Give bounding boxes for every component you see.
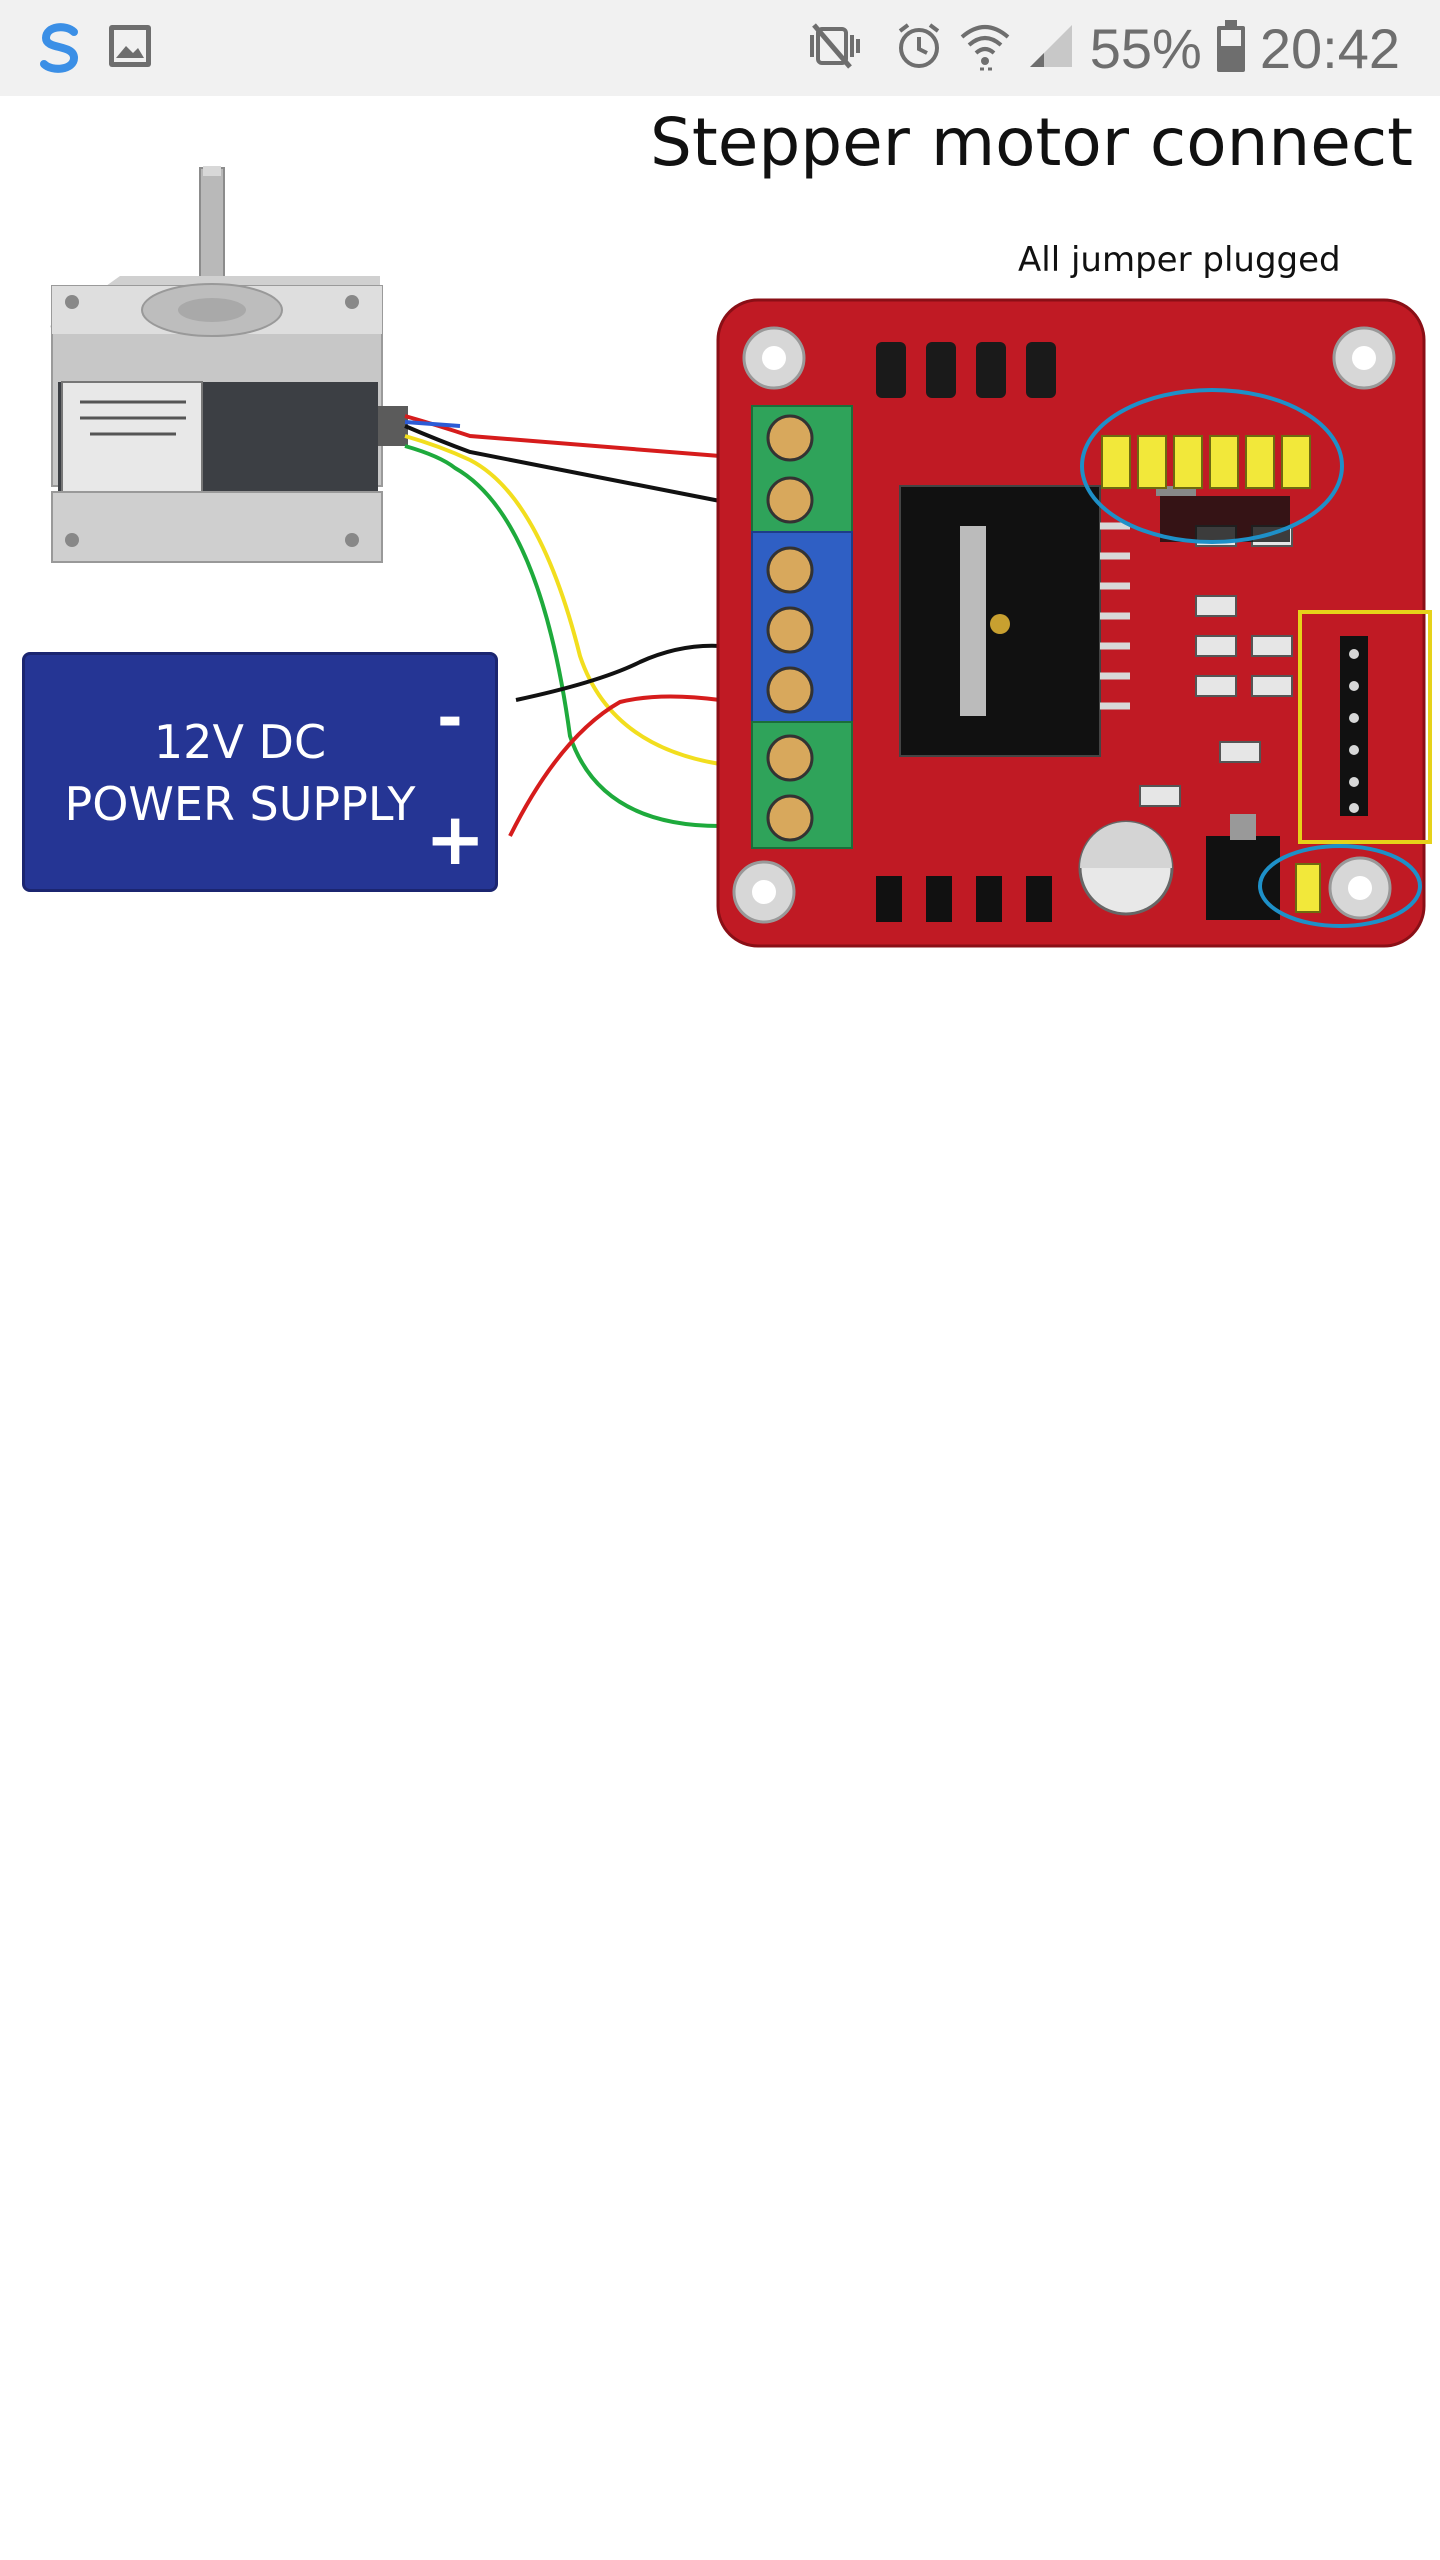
psu-plus-sign: +	[425, 797, 486, 881]
stepper-motor	[50, 166, 408, 563]
l298n-board	[716, 298, 1426, 948]
battery-percent: 55%	[1089, 16, 1202, 80]
clock: 20:42	[1259, 16, 1400, 80]
wires	[404, 414, 721, 837]
status-icons: 55% 20:42	[809, 0, 1400, 96]
psu-label-name: POWER SUPPLY	[64, 777, 416, 831]
jumper-caption: All jumper plugged	[1018, 240, 1341, 280]
signal-icon	[1026, 21, 1076, 76]
image-icon	[106, 22, 154, 75]
image-viewer[interactable]: Stepper motor connect All jumper plugged…	[0, 96, 1440, 2560]
power-supply-box: 12V DC POWER SUPPLY - +	[22, 652, 498, 892]
swiftkey-icon	[30, 18, 90, 83]
status-bar: 55% 20:42	[0, 0, 1440, 97]
battery-icon	[1216, 19, 1246, 77]
psu-label-voltage: 12V DC	[153, 715, 327, 769]
mute-icon	[809, 21, 880, 76]
psu-minus-sign: -	[437, 681, 463, 754]
diagram-title: Stepper motor connect	[650, 104, 1414, 181]
wifi-icon	[958, 19, 1012, 78]
diagram-graphics	[50, 166, 1432, 948]
jumper-highlights	[1080, 388, 1432, 928]
alarm-icon	[894, 21, 944, 76]
wiring-diagram-image: Stepper motor connect All jumper plugged…	[0, 96, 1440, 996]
